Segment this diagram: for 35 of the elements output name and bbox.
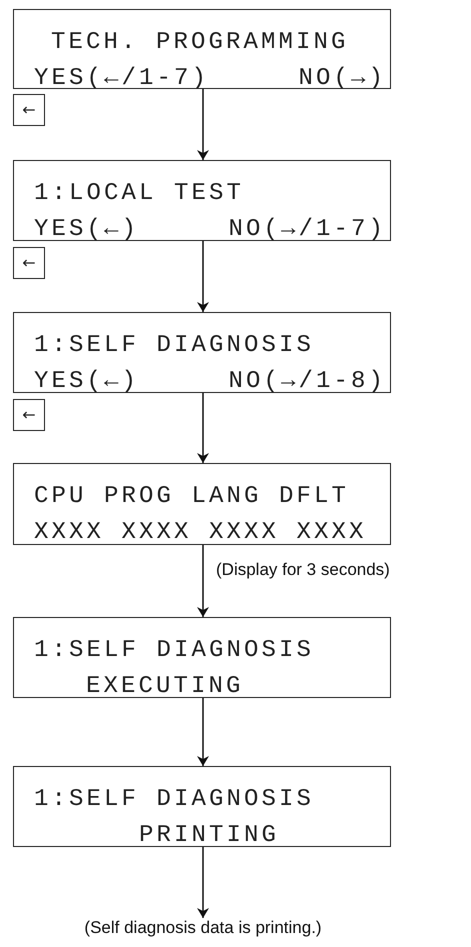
display-text: NO(→/1-8)	[228, 368, 386, 396]
arrow	[197, 89, 209, 160]
display-text: NO(→/1-7)	[228, 216, 386, 244]
note-text: (Self diagnosis data is printing.)	[84, 918, 322, 939]
display-screen-box	[13, 766, 391, 847]
display-text: XXXX XXXX XXXX XXXX	[34, 519, 367, 547]
display-screen-box	[13, 617, 391, 698]
key-symbol: ←	[22, 406, 36, 424]
key-box	[13, 247, 45, 279]
key-symbol: ←	[22, 254, 36, 272]
display-text: 1:SELF DIAGNOSIS	[34, 637, 314, 665]
display-screen-box	[13, 312, 391, 393]
display-text: NO(→)	[298, 65, 386, 93]
display-text: EXECUTING	[86, 673, 244, 701]
arrow	[197, 847, 209, 918]
display-text: 1:SELF DIAGNOSIS	[34, 332, 314, 360]
key-box	[13, 399, 45, 431]
edge-label: (Display for 3 seconds)	[216, 560, 390, 580]
display-text: PRINTING	[139, 822, 280, 850]
display-text: YES(←/1-7)	[34, 65, 210, 93]
arrow	[197, 241, 209, 312]
display-text: YES(←)	[34, 368, 140, 396]
display-screen-box	[13, 160, 391, 241]
display-text: 1:LOCAL TEST	[34, 180, 244, 208]
arrow	[197, 393, 209, 463]
display-screen-box	[13, 463, 391, 545]
display-text: YES(←)	[34, 216, 140, 244]
key-box	[13, 94, 45, 126]
display-text: 1:SELF DIAGNOSIS	[34, 786, 314, 814]
display-text: CPU PROG LANG DFLT	[34, 483, 350, 511]
display-text: TECH. PROGRAMMING	[51, 29, 349, 57]
arrow	[197, 545, 209, 617]
key-symbol: ←	[22, 101, 36, 119]
arrow	[197, 698, 209, 766]
display-screen-box	[13, 9, 391, 89]
